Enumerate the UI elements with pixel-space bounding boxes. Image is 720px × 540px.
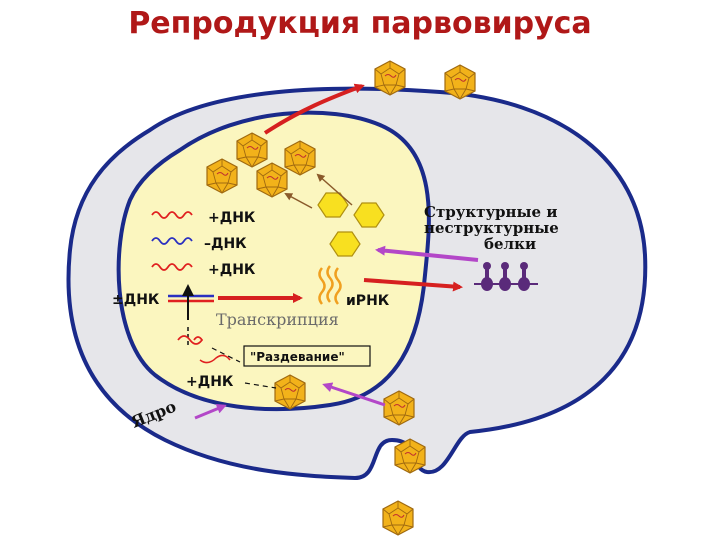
proteins-label-line2: неструктурные xyxy=(424,219,559,237)
slide-title: Репродукция парвовируса xyxy=(128,6,592,41)
dna-minus-label: –ДНК xyxy=(204,236,247,252)
dna-plus-entry-label: +ДНК xyxy=(186,374,234,390)
virus-capsid-icon xyxy=(206,158,238,194)
virus-capsid-icon xyxy=(444,64,476,100)
nucleus xyxy=(116,110,431,412)
virus-capsid-icon xyxy=(382,500,414,536)
virus-capsid-icon xyxy=(236,132,268,168)
proteins-label-line3: белки xyxy=(484,235,536,253)
hexagon-protein-icon xyxy=(317,192,349,218)
dna-pm-label: ±ДНК xyxy=(112,292,160,308)
dna-strand-icon xyxy=(151,237,193,245)
mrna-label: иРНК xyxy=(346,293,390,309)
virus-capsid-icon xyxy=(274,374,306,410)
uncoating-label: "Раздевание" xyxy=(250,350,345,364)
virus-capsid-icon xyxy=(374,60,406,96)
uncoating-box xyxy=(243,345,371,367)
transcription-label: Транскрипция xyxy=(216,310,339,329)
dna-plus-label: +ДНК xyxy=(208,210,256,226)
dna-strand-icon xyxy=(151,211,193,219)
dna-strand-icon xyxy=(168,294,214,303)
hexagon-protein-icon xyxy=(353,202,385,228)
dna-strand-icon xyxy=(151,263,193,271)
virus-capsid-icon xyxy=(284,140,316,176)
virus-capsid-icon xyxy=(256,162,288,198)
hexagon-protein-icon xyxy=(329,231,361,257)
virus-capsid-icon xyxy=(383,390,415,426)
mrna-icon xyxy=(318,265,342,305)
proteins-label-line1: Структурные и xyxy=(424,203,557,221)
virus-capsid-icon xyxy=(394,438,426,474)
dna-plus-label: +ДНК xyxy=(208,262,256,278)
